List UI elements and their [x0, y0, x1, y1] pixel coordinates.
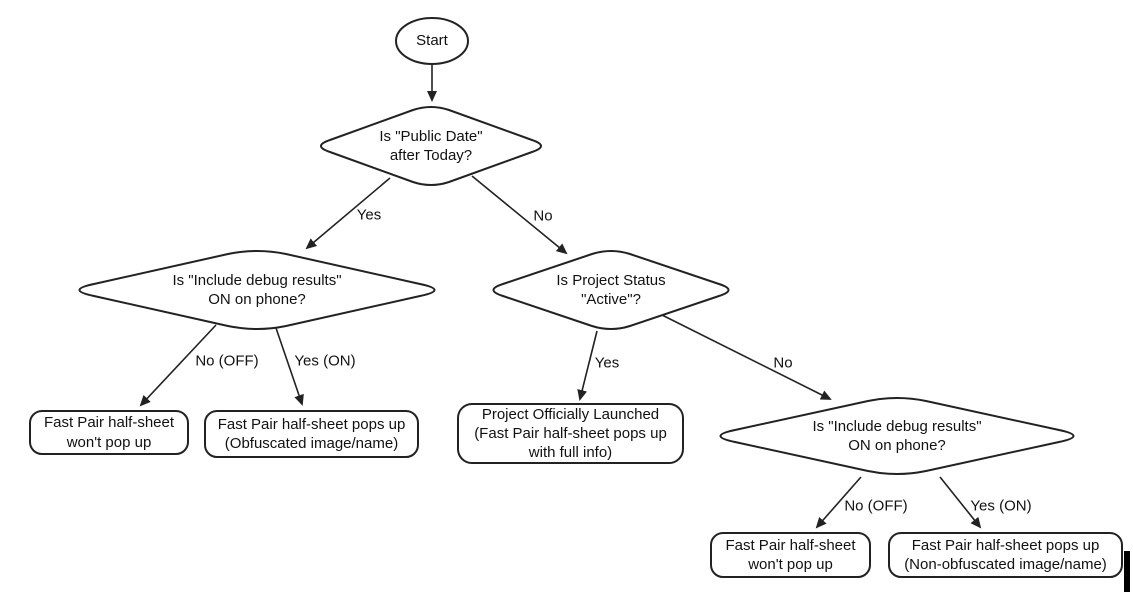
edge-label-yes-mid: Yes [594, 354, 620, 372]
edge-publicdate-no [471, 175, 568, 255]
edge-label-no-top: No [533, 207, 553, 225]
node-debugleft-shape [78, 250, 436, 330]
node-status-label: Is Project Status "Active"? [556, 271, 666, 308]
edge-label-yes-top: Yes [356, 206, 382, 224]
node-nopopupleft-shape [29, 410, 189, 455]
edge-label-no-mid: No [773, 354, 793, 372]
edge-debugright-yes-on [939, 476, 982, 529]
edge-label-no-off-left: No (OFF) [195, 352, 259, 370]
text-cursor [1124, 551, 1130, 592]
edge-label-yes-on-right: Yes (ON) [970, 497, 1032, 515]
node-publicdate-shape [320, 106, 542, 186]
edge-debugleft-no-off [139, 324, 217, 407]
node-publicdate-label: Is "Public Date" after Today? [379, 127, 483, 164]
node-launched-label: Project Officially Launched (Fast Pair h… [474, 405, 667, 462]
node-start-label: Start [416, 32, 448, 50]
node-nopopupright-label: Fast Pair half-sheet won't pop up [725, 536, 856, 573]
node-debugleft-label: Is "Include debug results" ON on phone? [172, 271, 342, 308]
edge-debugright-no-off [815, 476, 862, 529]
node-launched-shape [457, 403, 684, 464]
node-nopopupleft-label: Fast Pair half-sheet won't pop up [43, 414, 175, 451]
edge-label-no-off-right: No (OFF) [844, 497, 908, 515]
node-obfuscated-label: Fast Pair half-sheet pops up (Obfuscated… [217, 415, 406, 452]
node-obfuscated-shape [204, 410, 419, 458]
node-debugright-shape [719, 397, 1075, 475]
edge-status-yes [577, 330, 598, 401]
node-status-shape [492, 250, 730, 330]
edge-label-yes-on-left: Yes (ON) [294, 352, 356, 370]
edge-status-no [661, 314, 832, 400]
node-nopopupright-shape [710, 532, 871, 578]
node-start-shape [395, 17, 469, 65]
node-nonobfuscated-shape [888, 532, 1123, 578]
node-nonobfuscated-label: Fast Pair half-sheet pops up (Non-obfusc… [904, 536, 1107, 573]
node-debugright-label: Is "Include debug results" ON on phone? [812, 417, 982, 454]
edge-debugleft-yes-on [275, 327, 304, 406]
edge-publicdate-yes [305, 177, 391, 250]
